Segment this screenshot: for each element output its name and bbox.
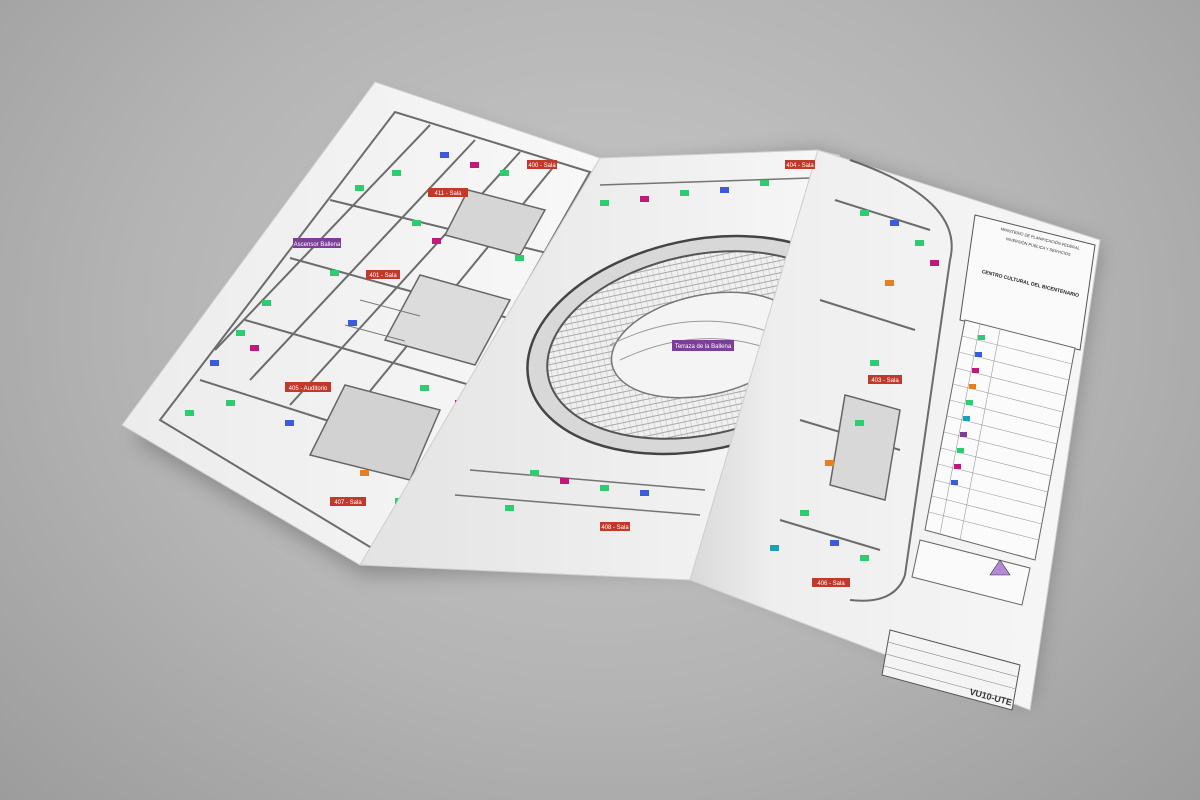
- room-label-403: 403 - Sala: [868, 375, 902, 384]
- room-label-405: 405 - Auditorio: [285, 382, 331, 392]
- svg-text:411 - Sala: 411 - Sala: [435, 191, 463, 197]
- svg-text:400 - Sala: 400 - Sala: [528, 163, 556, 169]
- room-label-ascensor: Ascensor Ballena: [293, 238, 341, 248]
- room-label-411: 411 - Sala: [428, 188, 468, 197]
- svg-text:406 - Sala: 406 - Sala: [817, 581, 845, 587]
- brochure-right-panel: 404 - Sala 403 - Sala 406 - Sala: [689, 149, 1101, 711]
- brochure-left-panel: 400 - Sala 411 - Sala Ascensor Ballena 4…: [121, 81, 601, 566]
- symbol-legend: [911, 539, 1031, 606]
- hall-right: [829, 394, 901, 501]
- legend-table: [924, 319, 1076, 561]
- room-label-400: 400 - Sala: [527, 160, 557, 169]
- equipment-markers-right: [770, 210, 939, 561]
- svg-text:401 - Sala: 401 - Sala: [369, 273, 397, 279]
- svg-text:Ascensor Ballena: Ascensor Ballena: [294, 242, 341, 248]
- svg-text:403 - Sala: 403 - Sala: [871, 378, 899, 384]
- svg-text:407 - Sala: 407 - Sala: [334, 500, 362, 506]
- equipment-markers-middle: [505, 180, 769, 511]
- hall-middle: [383, 274, 512, 366]
- room-label-406: 406 - Sala: [812, 578, 850, 587]
- room-label-404: 404 - Sala: [785, 160, 815, 169]
- room-label-408: 408 - Sala: [600, 522, 630, 531]
- svg-text:Terraza de la Ballena: Terraza de la Ballena: [675, 344, 732, 350]
- room-label-401: 401 - Sala: [366, 270, 400, 279]
- svg-text:405 - Auditorio: 405 - Auditorio: [289, 386, 328, 392]
- svg-text:408 - Sala: 408 - Sala: [601, 525, 629, 531]
- room-label-terraza: Terraza de la Ballena: [672, 340, 734, 351]
- room-label-407: 407 - Sala: [330, 497, 366, 506]
- svg-text:404 - Sala: 404 - Sala: [786, 163, 814, 169]
